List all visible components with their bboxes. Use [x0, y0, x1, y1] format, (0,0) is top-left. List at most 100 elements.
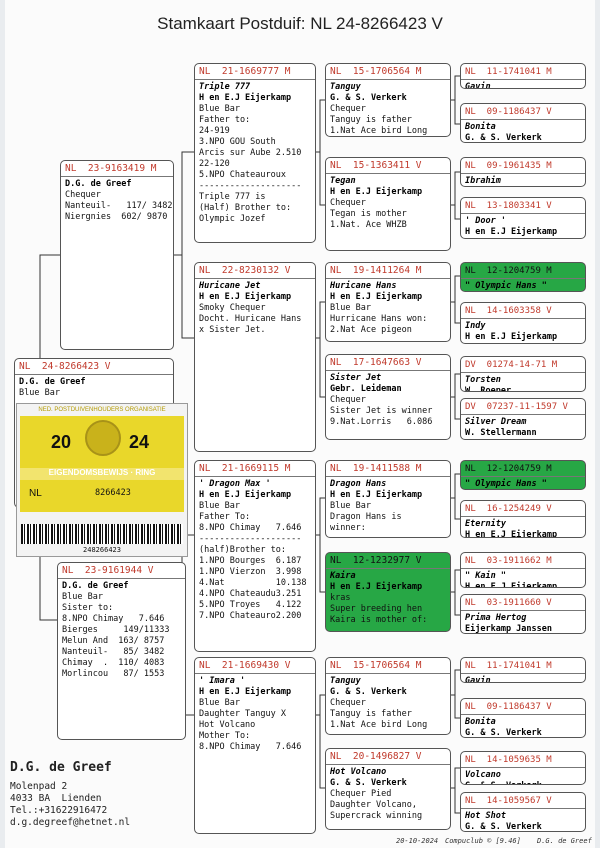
pigeon-info-line: Chequer	[330, 698, 366, 708]
pigeon-name: Sister Jet	[330, 373, 382, 383]
ring-certificate-label: NED. POSTDUIVENHOUDERS ORGANISATIE 20 24…	[16, 403, 188, 557]
divider	[326, 173, 450, 174]
divider	[326, 278, 450, 279]
ring-number: NL 19-1411588 M	[330, 463, 422, 474]
divider	[195, 476, 315, 477]
ring-number: NL 14-1059567 V	[465, 796, 552, 806]
pigeon-info-line: Arcis sur Aube 2.510	[199, 148, 302, 158]
pigeon-name: Ibrahim	[465, 176, 501, 186]
ring-number: NL 03-1911660 V	[465, 598, 552, 608]
father-line: Chequer	[65, 190, 101, 200]
print-date: 20-10-2024	[396, 837, 439, 845]
pigeon-owner: Gebr. Leideman	[330, 384, 402, 394]
pigeon-owner: H en E.J Eijerkamp	[199, 292, 292, 302]
gen4-card[interactable]: NL 03-1911662 M" Kain "H en E.J Eijerkam…	[460, 552, 586, 588]
divider	[461, 213, 585, 214]
gen4-card[interactable]: NL 14-1059635 MVolcanoG. & S. Verkerk	[460, 751, 586, 785]
pigeon-info-line: Daughter Tanguy X	[199, 709, 286, 719]
mother-ring: NL 23-9161944 V	[62, 565, 154, 576]
pigeon-name: Dragon Hans	[330, 479, 387, 489]
pigeon-info-line: 9.Nat.Lorris 6.086	[330, 417, 433, 427]
ring-number: NL 12-1232977 V	[330, 555, 422, 566]
label-country: NL	[29, 488, 42, 499]
gen4-card[interactable]: NL 11-1741041 MGavinG. & S. Verkerk	[460, 63, 586, 89]
pigeon-info-line: 22-120	[199, 159, 230, 169]
pigeon-name: " Kain "	[465, 571, 506, 581]
pigeon-owner: H en E.J Eijerkamp	[330, 490, 423, 500]
gen2-card[interactable]: NL 21-1669115 M' Dragon Max 'H en E.J Ei…	[194, 460, 316, 652]
gen4-card[interactable]: NL 12-1204759 M" Olympic Hans "Hans Boen…	[460, 262, 586, 292]
divider	[461, 610, 585, 611]
pigeon-owner: H en E.J Eijerkamp	[199, 490, 292, 500]
mother-line: Sister to:	[62, 603, 114, 613]
mother-card[interactable]: NL 23-9161944 V D.G. de Greef Blue Bar S…	[57, 562, 186, 740]
pigeon-info-line: 24-919	[199, 126, 230, 136]
pigeon-name: Tanguy	[330, 676, 361, 686]
father-ring: NL 23-9163419 M	[65, 163, 157, 174]
ring-number: NL 11-1741041 M	[465, 67, 552, 77]
pigeon-info-line: 5.NPO Troyes 4.122	[199, 600, 302, 610]
divider	[195, 79, 315, 80]
gen2-card[interactable]: NL 21-1669430 V' Imara 'H en E.J Eijerka…	[194, 657, 316, 834]
pigeon-name: Huricane Hans	[330, 281, 397, 291]
pigeon-info-line: Dragon Hans is	[330, 512, 402, 522]
divider	[461, 568, 585, 569]
pigeon-name: Torsten	[465, 375, 501, 385]
mother-owner: D.G. de Greef	[62, 581, 129, 591]
pigeon-info-line: Sister Jet is winner	[330, 406, 433, 416]
pigeon-owner: H en E.J Eijerkamp	[330, 582, 423, 592]
father-card[interactable]: NL 23-9163419 M D.G. de Greef Chequer Na…	[60, 160, 174, 350]
pigeon-name: Tegan	[330, 176, 356, 186]
gen4-card[interactable]: NL 13-1803341 V' Door 'H en E.J Eijerkam…	[460, 197, 586, 239]
pigeon-info-line: x Sister Jet.	[199, 325, 266, 335]
divider	[461, 119, 585, 120]
pigeon-info-line: 1.Nat Ace bird Long	[330, 126, 428, 136]
ring-number: NL 14-1059635 M	[465, 755, 552, 765]
pigeon-name: " Olympic Hans "	[465, 479, 547, 489]
label-ring-number: 8266423	[95, 488, 131, 498]
divider	[461, 476, 585, 477]
page-title: Stamkaart Postduif: NL 24-8266423 V	[157, 14, 443, 33]
subject-ring: NL 24-8266423 V	[19, 361, 111, 372]
gen4-card[interactable]: NL 12-1204759 M" Olympic Hans "Hans Boen…	[460, 460, 586, 490]
ring-number: NL 20-1496827 V	[330, 751, 422, 762]
divider	[195, 278, 315, 279]
gen4-card[interactable]: NL 09-1961435 MIbrahimH en E.J Eijerkamp	[460, 157, 586, 187]
pigeon-info-line: Smoky Chequer	[199, 303, 266, 313]
pigeon-info-line: Father to:	[199, 115, 251, 125]
pigeon-owner: G. & S. Verkerk	[465, 781, 581, 784]
breeder-name: D.G. de Greef	[10, 760, 112, 775]
ring-number: DV 07237-11-1597 V	[465, 402, 568, 412]
gen4-card[interactable]: NL 11-1741041 MGavinG. & S. Verkerk	[460, 657, 586, 683]
pigeon-info-line: Blue Bar	[330, 501, 371, 511]
ring-number: NL 09-1186437 V	[465, 107, 552, 117]
divider	[461, 714, 585, 715]
pigeon-info-line: Supercrack winning	[330, 811, 423, 821]
divider	[61, 176, 173, 177]
pigeon-owner: H en E.J Eijerkamp	[465, 582, 558, 588]
divider	[461, 516, 585, 517]
pigeon-name: Prima Hertog	[465, 613, 527, 623]
pigeon-name: Silver Dream	[465, 417, 527, 427]
pigeon-name: Hot Volcano	[330, 767, 387, 777]
pigeon-name: ' Dragon Max '	[199, 479, 271, 489]
pigeon-owner: W. Roeper	[465, 386, 512, 392]
